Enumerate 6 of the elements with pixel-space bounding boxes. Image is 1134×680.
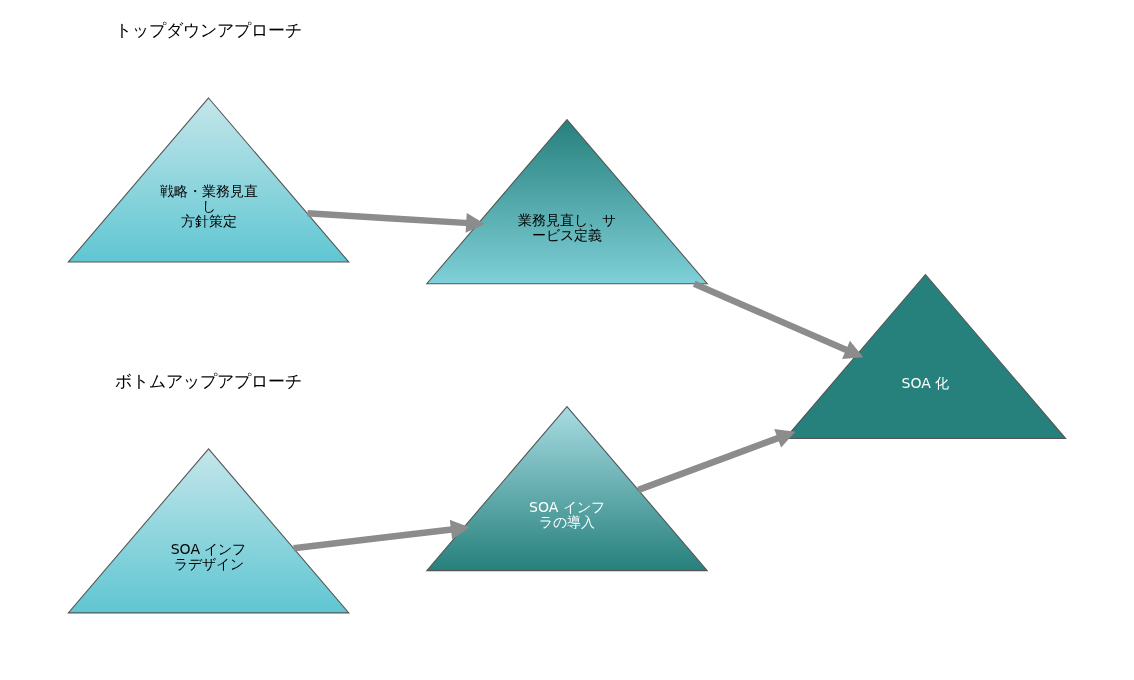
arrow bbox=[692, 280, 864, 359]
arrow bbox=[293, 519, 470, 552]
label: ボトムアップアプローチ bbox=[115, 371, 303, 391]
label: トップダウンアプローチ bbox=[115, 21, 303, 41]
arrow bbox=[307, 210, 486, 233]
arrow bbox=[637, 428, 796, 493]
